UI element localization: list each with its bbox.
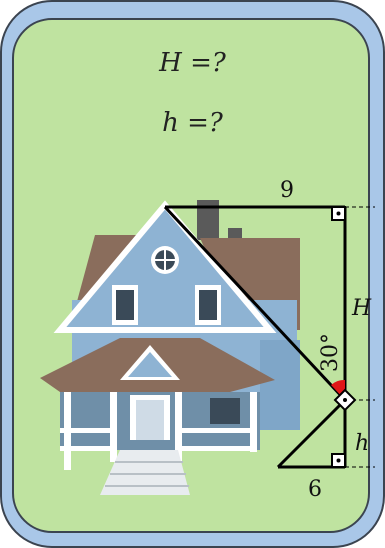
window-left [116,290,134,320]
label-bottom-6: 6 [308,477,322,502]
label-H: H [351,296,372,321]
side-wall [260,340,300,430]
front-door [136,400,164,440]
segment-hypotenuse [163,205,347,402]
chimney [197,200,219,240]
label-top-9: 9 [280,178,294,203]
porch-gable [128,352,172,377]
question-h: h =? [162,108,223,138]
window-right [199,290,217,320]
question-H: H =? [159,48,226,78]
house-illustration [40,200,300,495]
label-angle-30: 30° [318,333,343,372]
segment-lower-slant [276,398,347,469]
label-h: h [355,431,369,456]
geometry-lines [163,205,375,469]
porch-window [210,398,240,424]
